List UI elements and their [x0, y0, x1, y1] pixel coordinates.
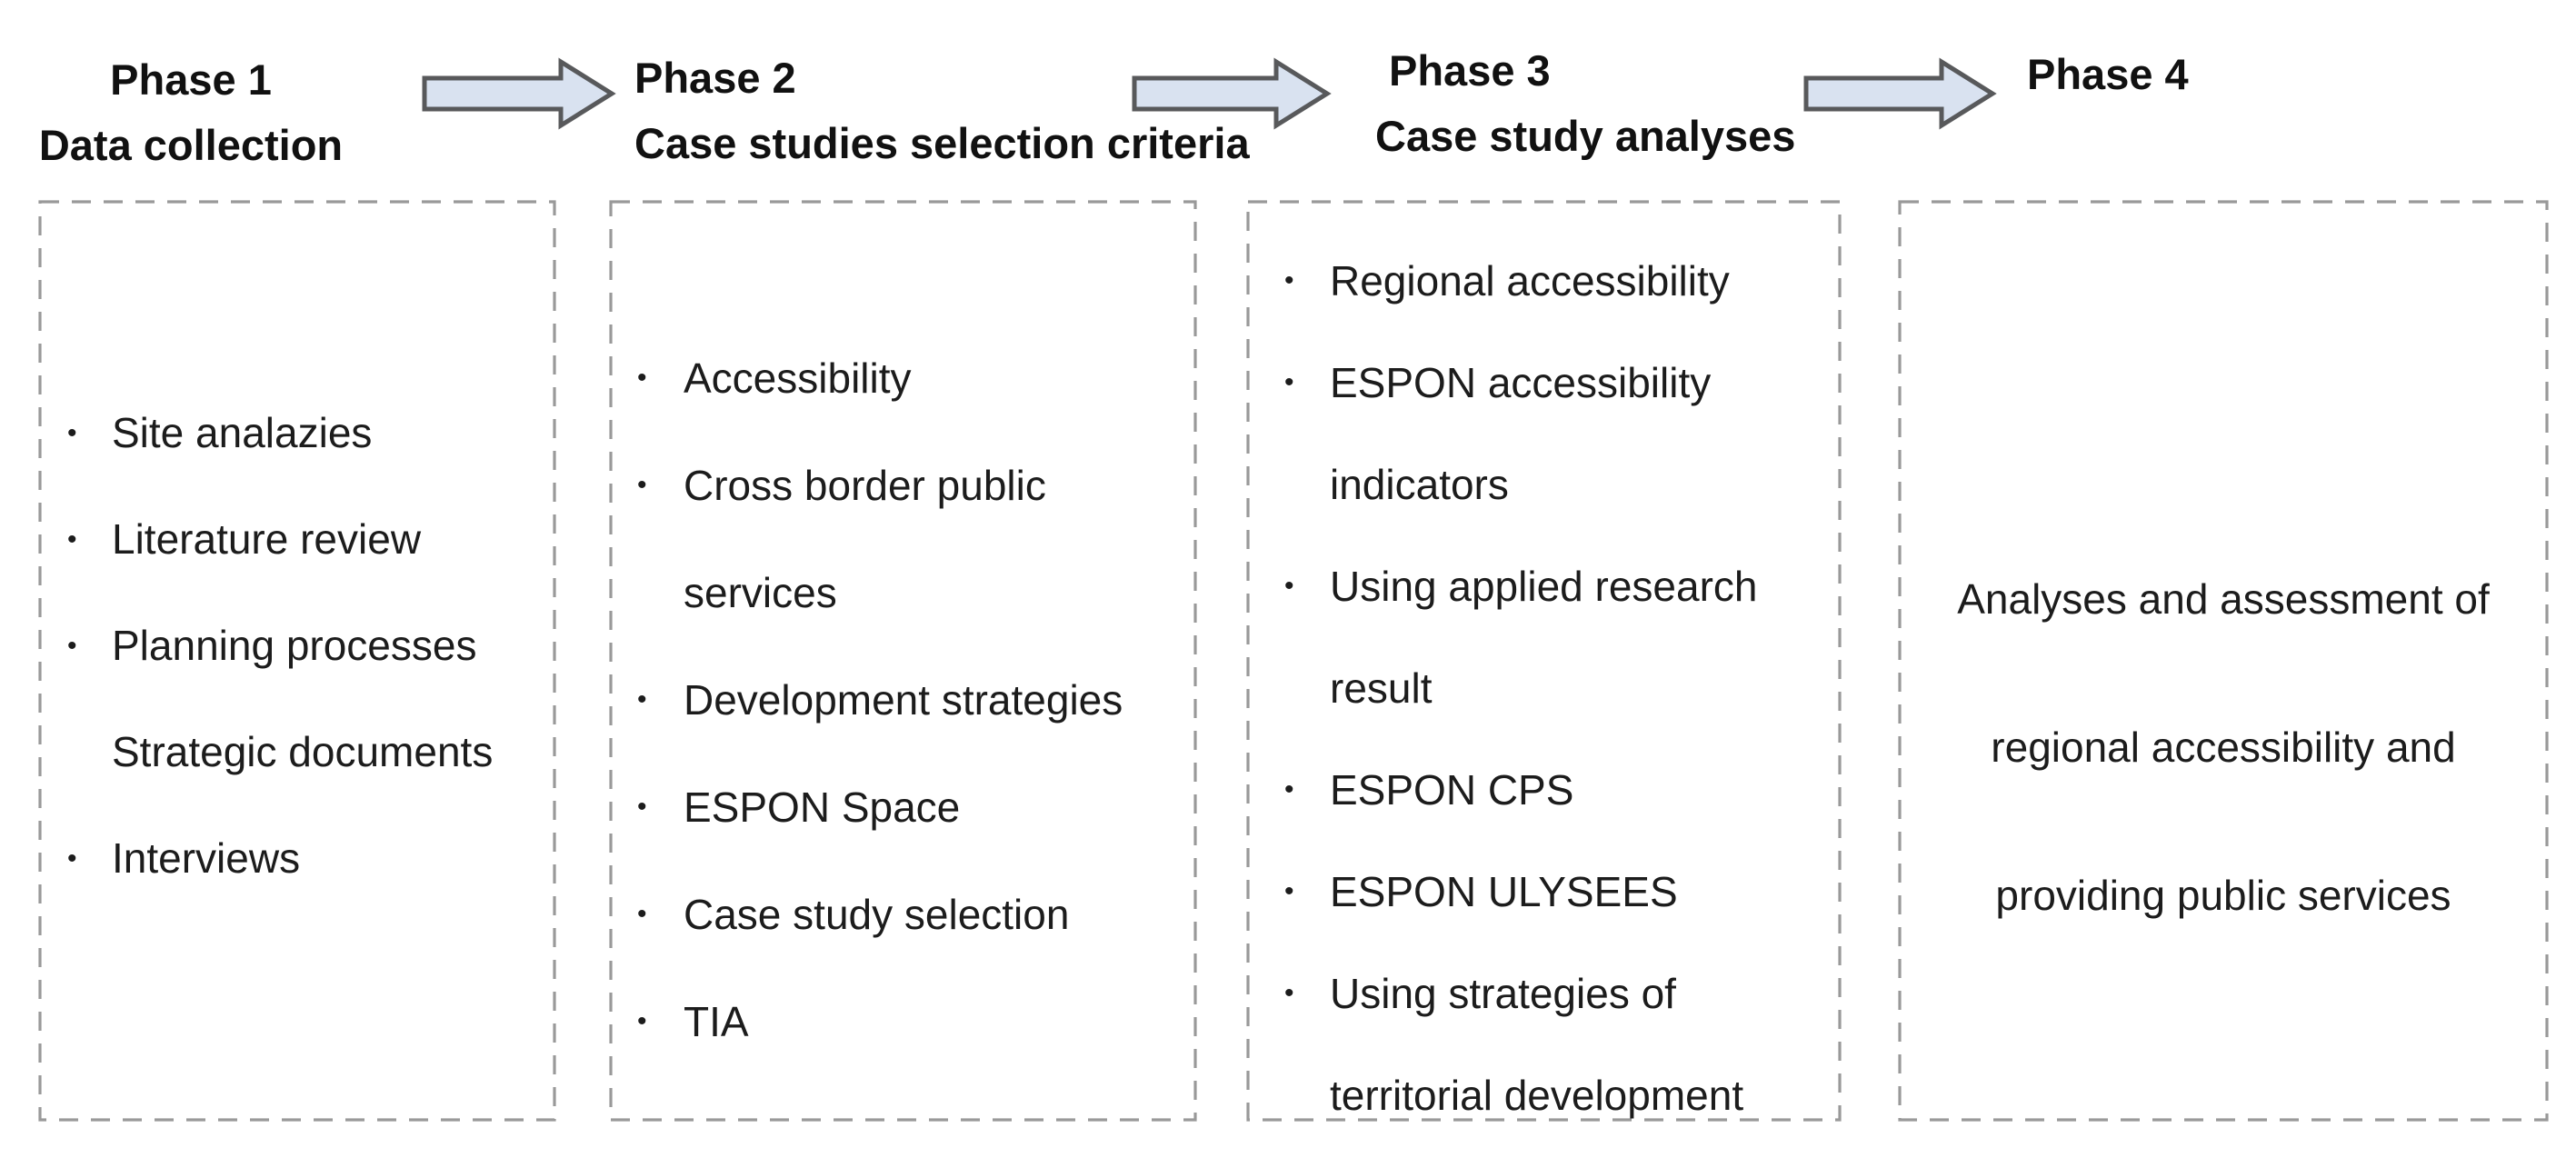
- bullet-icon: •: [67, 631, 77, 661]
- list-item: • ESPON ULYSEES: [1248, 841, 1840, 943]
- bullet-icon: •: [67, 844, 77, 873]
- list-item-text: result: [1330, 664, 1433, 712]
- phase-1-box: • Site analazies • Literature review • P…: [40, 202, 554, 1120]
- phase-3-header: Phase 3 Case study analyses: [1375, 38, 1795, 169]
- list-item: • ESPON accessibility: [1248, 332, 1840, 434]
- list-item-text: indicators: [1330, 461, 1509, 508]
- list-item: • ESPON CPS: [1248, 739, 1840, 841]
- list-item: • Site analazies: [40, 380, 554, 486]
- list-item-text: Case study selection: [684, 891, 1070, 938]
- list-item: • Regional accessibility: [1248, 230, 1840, 332]
- bullet-icon: •: [637, 684, 647, 714]
- list-item-continuation: services: [611, 539, 1195, 646]
- bullet-icon: •: [637, 1006, 647, 1036]
- phase-3-box: • Regional accessibility • ESPON accessi…: [1248, 202, 1840, 1120]
- bullet-icon: •: [1284, 367, 1294, 397]
- bullet-icon: •: [67, 524, 77, 554]
- bullet-icon: •: [637, 470, 647, 500]
- phase-2-header: Phase 2 Case studies selection criteria: [634, 45, 1250, 176]
- list-item: • Using strategies of: [1248, 943, 1840, 1044]
- bullet-icon: •: [1284, 876, 1294, 906]
- phase-2-title: Phase 2: [634, 54, 796, 102]
- list-item-text: Regional accessibility: [1330, 257, 1730, 304]
- list-item-text: Interviews: [112, 834, 301, 882]
- list-item-text: territorial development: [1330, 1072, 1744, 1119]
- list-item-text: ESPON accessibility: [1330, 359, 1712, 406]
- phase-1-box-border: [38, 200, 556, 1122]
- phase-2-box: • Accessibility • Cross border public se…: [611, 202, 1195, 1120]
- bullet-icon: •: [1284, 978, 1294, 1008]
- arrow-right-icon: [1132, 57, 1332, 130]
- list-item-text: services: [684, 569, 837, 616]
- list-item: • Cross border public: [611, 432, 1195, 539]
- list-item-text: ESPON CPS: [1330, 766, 1574, 814]
- phase-2-box-border: [609, 200, 1197, 1122]
- list-item: • Using applied research: [1248, 535, 1840, 637]
- list-item: • Literature review: [40, 486, 554, 593]
- list-item-continuation: result: [1248, 637, 1840, 739]
- bullet-icon: •: [1284, 265, 1294, 295]
- list-item-text: Site analazies: [112, 409, 373, 456]
- list-item: • Case study selection: [611, 861, 1195, 968]
- list-item-text: Literature review: [112, 515, 422, 563]
- list-item: • Accessibility: [611, 324, 1195, 432]
- phase-4-box: Analyses and assessment of regional acce…: [1900, 202, 2547, 1120]
- list-item-text: Planning processes: [112, 622, 477, 669]
- list-item: • TIA: [611, 968, 1195, 1075]
- list-item: • Planning processes: [40, 593, 554, 699]
- arrow-right-icon: [1803, 57, 1997, 130]
- phase-1-subtitle: Data collection: [38, 121, 344, 169]
- bullet-icon: •: [637, 792, 647, 822]
- phase-1-header: Phase 1 Data collection: [36, 47, 345, 178]
- list-item-continuation: Strategic documents: [40, 699, 554, 805]
- bullet-icon: •: [637, 899, 647, 929]
- list-item: • ESPON Space: [611, 754, 1195, 861]
- phase-4-title: Phase 4: [2027, 50, 2189, 98]
- phase-4-text-line: regional accessibility and: [1991, 723, 2456, 771]
- list-item-text: Development strategies: [684, 676, 1123, 724]
- phase-4-header: Phase 4: [2027, 42, 2189, 107]
- phase-4-text-line: providing public services: [1995, 871, 2451, 919]
- list-item-continuation: indicators: [1248, 434, 1840, 535]
- bullet-icon: •: [1284, 774, 1294, 804]
- list-item-text: Strategic documents: [112, 728, 494, 775]
- list-item: • Interviews: [40, 805, 554, 912]
- phase-4-text-line: Analyses and assessment of: [1957, 574, 2490, 623]
- arrow-right-icon: [422, 57, 616, 130]
- list-item-text: TIA: [684, 998, 749, 1045]
- list-item: • Development strategies: [611, 646, 1195, 754]
- bullet-icon: •: [1284, 571, 1294, 601]
- phase-3-title: Phase 3: [1389, 46, 1551, 95]
- list-item-text: Using strategies of: [1330, 970, 1676, 1017]
- list-item-text: ESPON Space: [684, 784, 961, 831]
- phase-3-box-border: [1246, 200, 1842, 1122]
- phase-2-subtitle: Case studies selection criteria: [634, 119, 1250, 167]
- list-item-text: ESPON ULYSEES: [1330, 868, 1678, 915]
- list-item-continuation: territorial development: [1248, 1044, 1840, 1146]
- list-item-text: Using applied research: [1330, 563, 1758, 610]
- phase-4-box-border: [1898, 200, 2549, 1122]
- phase-3-subtitle: Case study analyses: [1375, 112, 1796, 160]
- bullet-icon: •: [637, 363, 647, 393]
- bullet-icon: •: [67, 418, 77, 448]
- list-item-text: Accessibility: [684, 354, 912, 402]
- phase-1-title: Phase 1: [110, 55, 272, 104]
- list-item-text: Cross border public: [684, 462, 1046, 509]
